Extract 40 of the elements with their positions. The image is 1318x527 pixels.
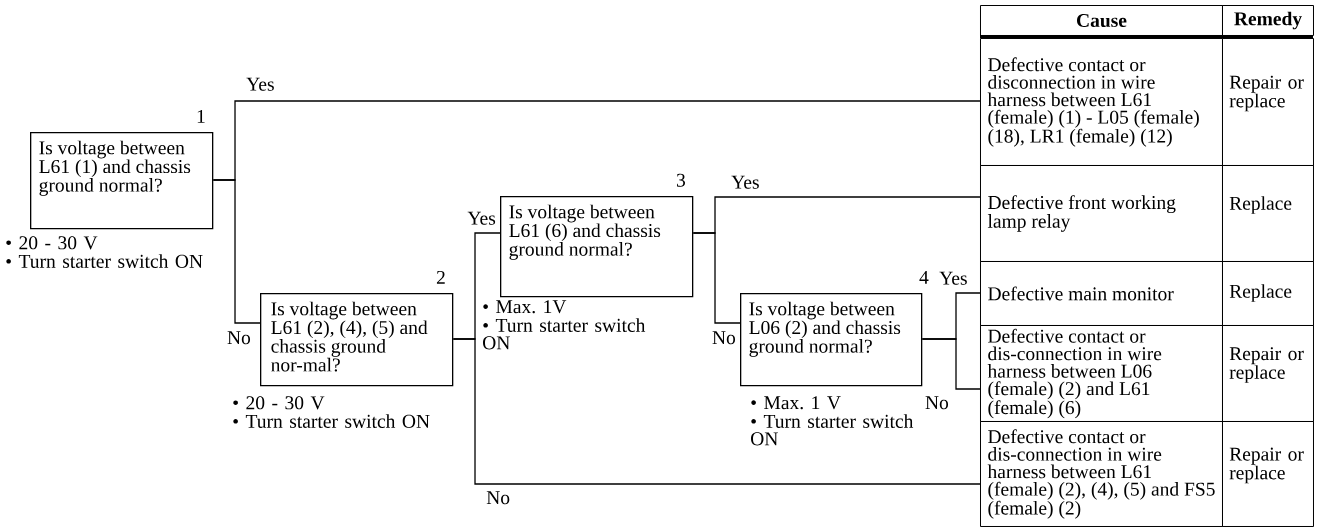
- cause-cell: Defective front working lamp relay: [980, 165, 1223, 262]
- edge-label: No: [485, 490, 512, 506]
- note-text: • Turn starter switch ON: [483, 318, 646, 350]
- edge-label: No: [710, 330, 737, 346]
- connector-line: [692, 232, 741, 324]
- note-text: • Turn starter switch ON: [751, 414, 914, 446]
- edge-label: Yes: [245, 76, 276, 92]
- note-text: • Turn starter switch ON: [6, 254, 203, 268]
- remedy-cell: Replace: [1222, 165, 1314, 262]
- remedy-cell: Repair or replace: [1222, 38, 1314, 166]
- remedy-cell: Replace: [1222, 261, 1314, 326]
- question-box: Is voltage between L06 (2) and chassis ground normal?: [740, 293, 923, 387]
- edge-label: Yes: [730, 174, 761, 190]
- step-number: 1: [197, 109, 205, 123]
- edge-label: Yes: [938, 270, 969, 286]
- note-text: • Max. 1V: [483, 300, 567, 314]
- column-header: Remedy: [1222, 5, 1314, 36]
- connector-line: [212, 179, 261, 324]
- connector-line: [921, 338, 981, 390]
- remedy-cell: Repair or replace: [1222, 325, 1314, 422]
- edge-label: Yes: [466, 210, 497, 226]
- edge-label: No: [923, 395, 950, 411]
- cause-cell: Defective contact or dis-connection in wire harness between L06 (female) (2) and L61 (female) (6): [980, 325, 1223, 422]
- note-text: • 20 - 30 V: [6, 236, 98, 250]
- question-box: Is voltage between L61 (6) and chassis ground normal?: [500, 196, 694, 298]
- note-text: • Turn starter switch ON: [233, 414, 430, 428]
- step-number: 4: [919, 270, 929, 284]
- cause-cell: Defective contact or disconnection in wire harness between L61 (female) (1) - L05 (female) (18), LR1 (female) (12): [980, 38, 1223, 166]
- column-header: Cause: [980, 5, 1223, 36]
- cause-cell: Defective main monitor: [980, 261, 1223, 326]
- note-text: • 20 - 30 V: [233, 396, 325, 410]
- edge-label: No: [226, 330, 252, 346]
- note-text: • Max. 1 V: [751, 396, 841, 410]
- remedy-cell: Repair or replace: [1222, 421, 1314, 527]
- step-number: 2: [436, 270, 445, 284]
- connector-line: [452, 338, 981, 485]
- cause-cell: Defective contact or dis-connection in wire harness between L61 (female) (2), (4), (5) and FS5 (female) (2): [980, 421, 1223, 527]
- question-box: Is voltage between L61 (2), (4), (5) and chassis ground nor-mal?: [260, 293, 454, 387]
- question-box: Is voltage between L61 (1) and chassis ground normal?: [30, 132, 214, 230]
- step-number: 3: [677, 173, 686, 187]
